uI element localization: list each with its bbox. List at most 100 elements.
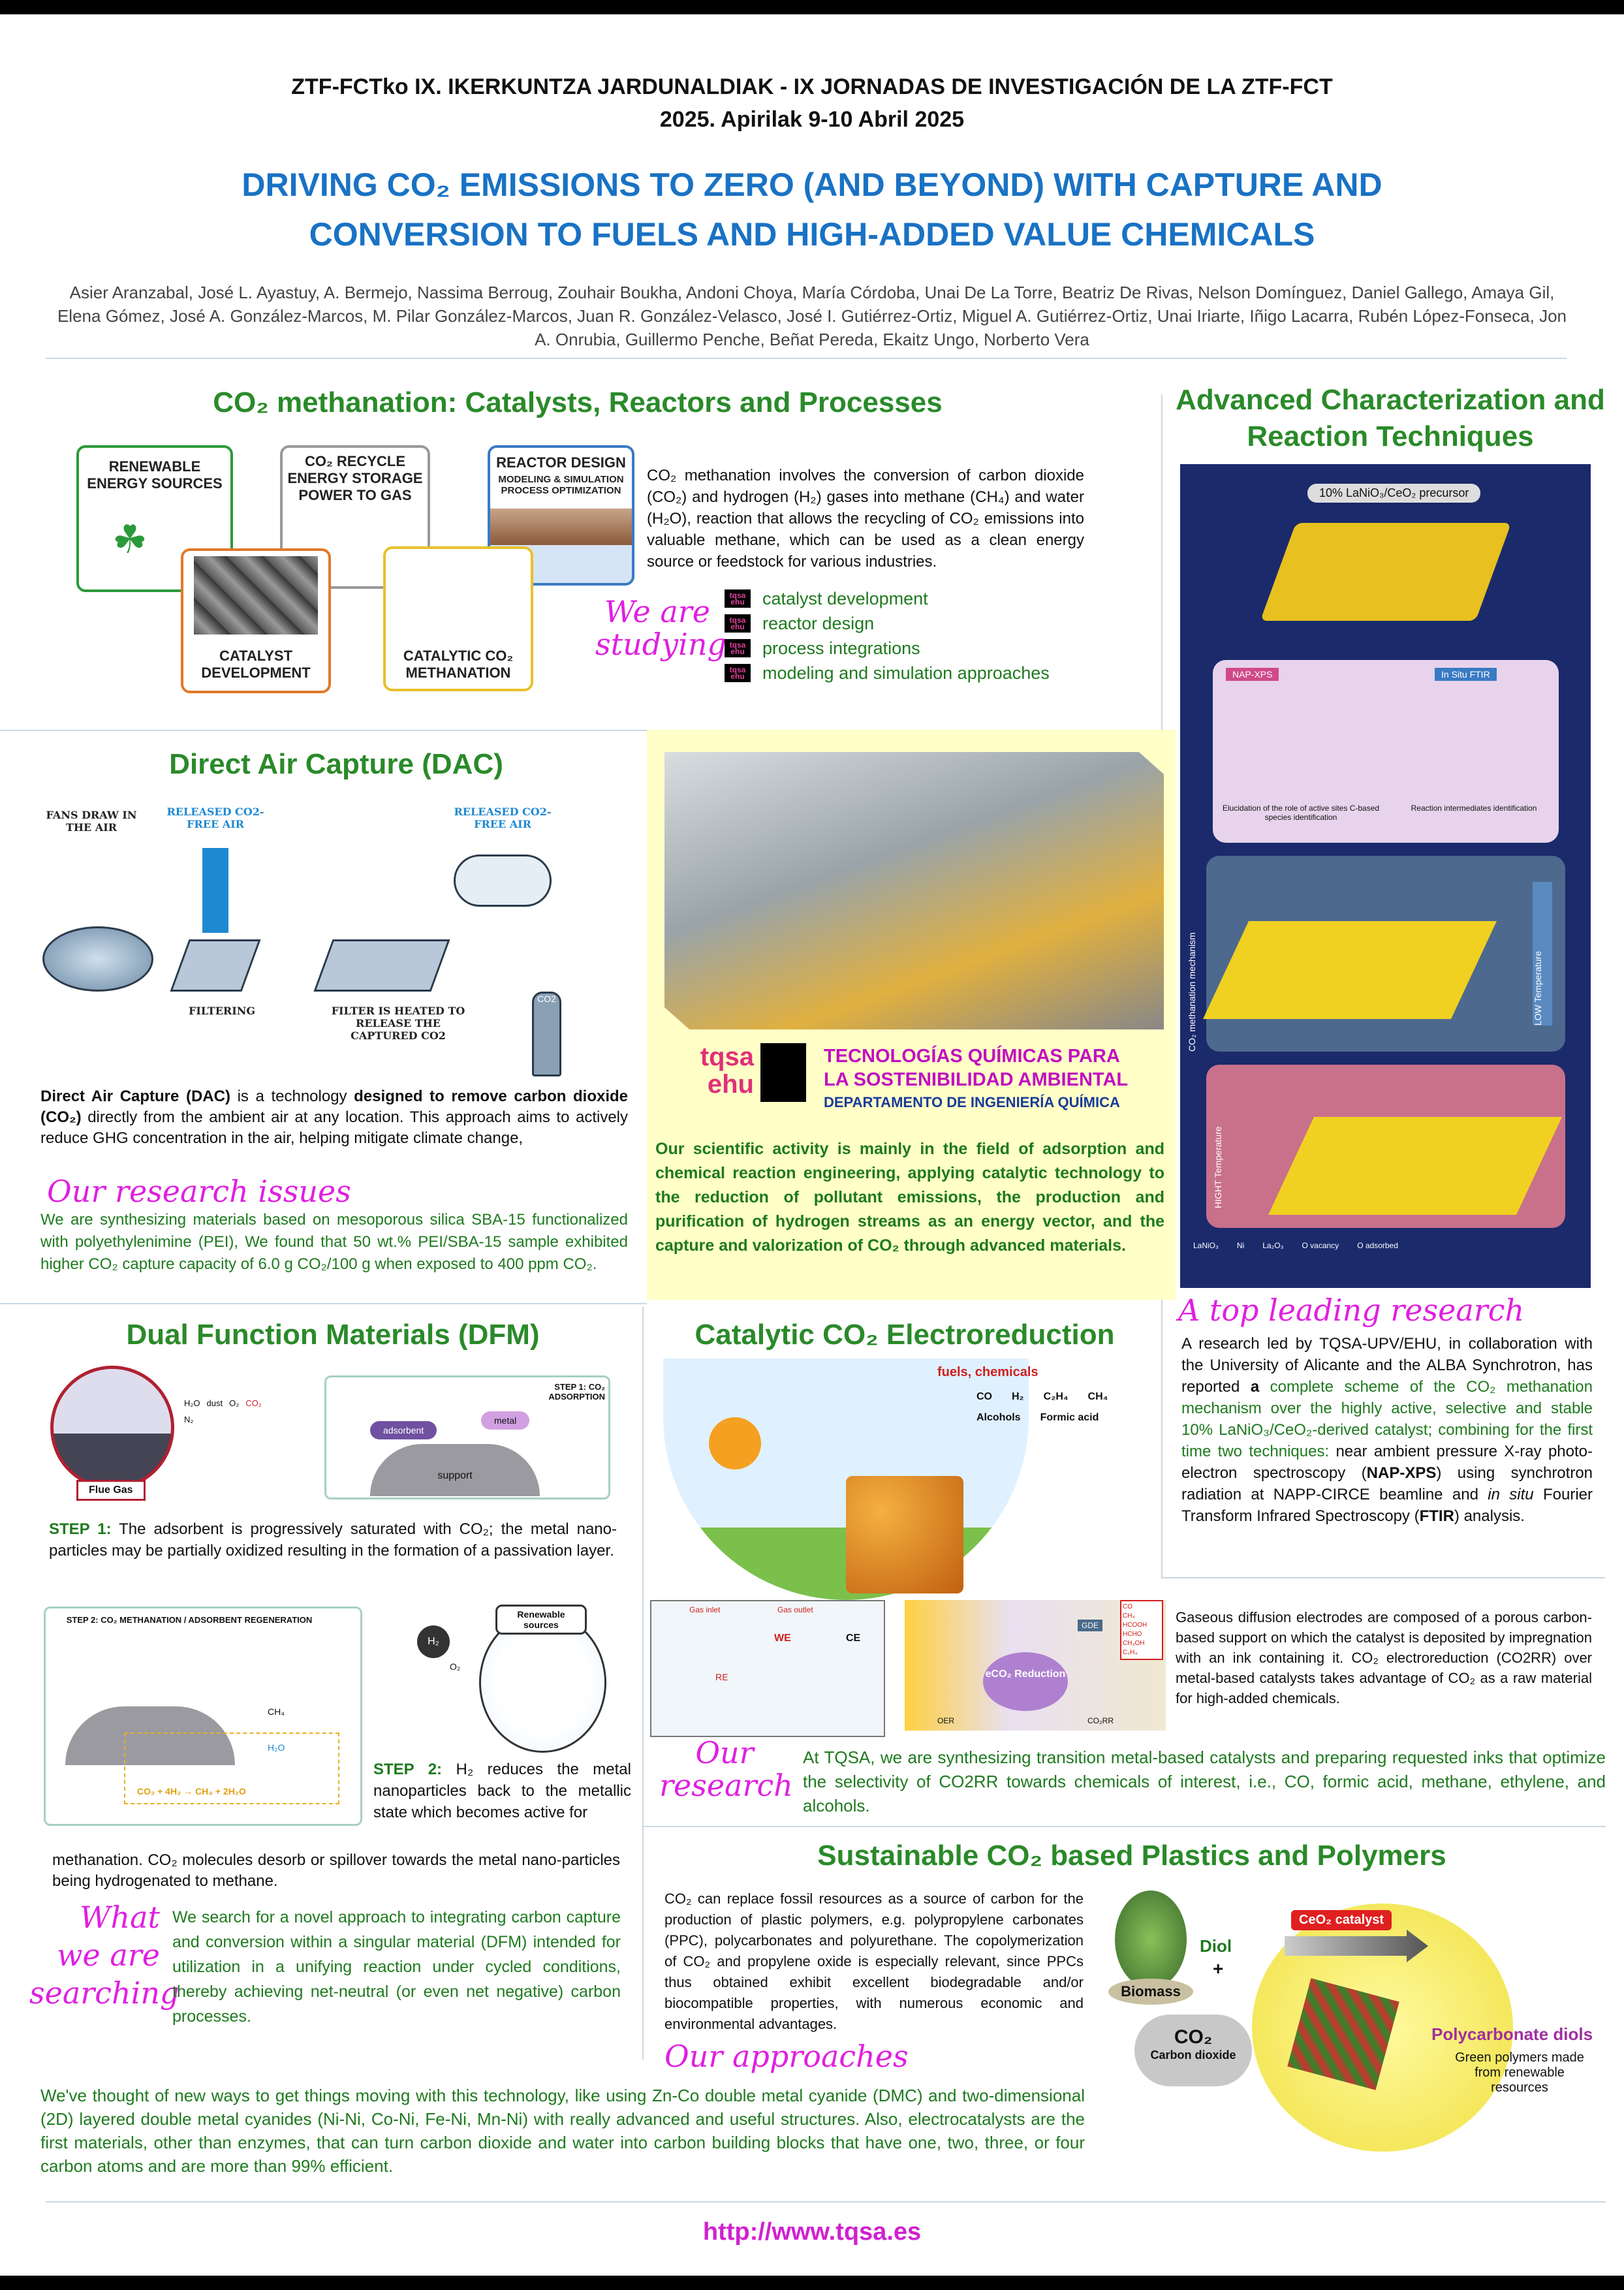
catalytic-label: CATALYTIC CO₂ METHANATION (403, 648, 514, 681)
tqsa-logo: tqsa ehu (700, 1043, 754, 1099)
top-leading-script: A top leading research (1178, 1293, 1525, 1328)
conference-date: 2025. Apirilak 9-10 Abril 2025 (659, 107, 965, 132)
reactor-label: REACTOR DESIGN (496, 454, 626, 471)
step1-text: STEP 1: The adsorbent is progressively s… (49, 1520, 617, 1560)
electro-research-text: At TQSA, we are synthesizing transition … (803, 1748, 1606, 1815)
catalyst-label: CeO₂ catalyst (1291, 1910, 1392, 1930)
caption-2: Reaction intermediates identification (1411, 804, 1537, 813)
leaf-icon: ☘ (112, 518, 148, 561)
authors: Asier Aranzabal, José L. Ayastuy, A. Ber… (57, 283, 1567, 349)
fans-label: FANS DRAW IN THE AIR (46, 809, 137, 834)
advanced-title: Advanced Characterization and Reaction T… (1176, 384, 1605, 452)
approaches-text: We've thought of new ways to get things … (40, 2086, 1085, 2176)
mechanism-label: CO₂ methanation mechanism (1187, 932, 1197, 1052)
caption-1: Elucidation of the role of active sites … (1222, 804, 1380, 822)
ftir-label: In Situ FTIR (1435, 668, 1497, 681)
recycle-label: CO₂ RECYCLE ENERGY STORAGE POWER TO GAS (287, 453, 423, 503)
group-photo (664, 752, 1164, 1029)
napxps-label: NAP-XPS (1226, 668, 1279, 681)
dac-figure: FANS DRAW IN THE AIR RELEASED CO2-FREE A… (29, 796, 635, 1081)
step2-text: STEP 2: H₂ reduces the metal nanoparticl… (373, 1761, 631, 1821)
ce-label: CE (846, 1633, 861, 1644)
reactor-sublabel: MODELING & SIMULATION PROCESS OPTIMIZATI… (498, 474, 624, 496)
research-issues-script: Our research issues (47, 1174, 351, 1209)
electro-title: Catalytic CO₂ Electroreduction (695, 1319, 1115, 1351)
methanation-title: CO₂ methanation: Catalysts, Reactors and… (213, 386, 943, 418)
step2-text-cont: methanation. CO₂ molecules desorb or spi… (52, 1851, 620, 1890)
electro-text: Gaseous diffusion electrodes are compose… (1176, 1609, 1592, 1706)
conference-name: ZTF-FCTko IX. IKERKUNTZA JARDUNALDIAK - … (291, 74, 1333, 99)
heated-label: FILTER IS HEATED TO RELEASE THE CAPTURED… (331, 1005, 465, 1042)
o2-label: O₂ (450, 1661, 461, 1672)
tqsa-logo-mark-icon (760, 1043, 806, 1102)
poster-title-line1: DRIVING CO₂ EMISSIONS TO ZERO (AND BEYON… (242, 166, 1382, 203)
website-link[interactable]: http://www.tqsa.es (702, 2218, 922, 2246)
dfm-search-text: We search for a novel approach to integr… (172, 1908, 621, 2026)
released-label-1: RELEASED CO2-FREE AIR (166, 806, 264, 830)
plastics-title: Sustainable CO₂ based Plastics and Polym… (817, 1840, 1446, 1872)
tqsa-logo-icon: tqsa ehu (725, 589, 751, 608)
adsorbent-label: adsorbent (370, 1421, 437, 1439)
top-bar (0, 0, 1624, 14)
precursor-label: 10% LaNiO₃/CeO₂ precursor (1307, 484, 1481, 503)
support-label: support (370, 1444, 540, 1496)
dac-title: Direct Air Capture (DAC) (169, 748, 503, 780)
catalyst-label: CATALYST DEVELOPMENT (201, 648, 311, 681)
low-temp-label: LOW Temperature (1533, 882, 1552, 1026)
renewable-label: RENEWABLE ENERGY SOURCES (87, 458, 223, 492)
gas-outlet-label: Gas outlet (777, 1605, 813, 1614)
h2o-label: H₂O (268, 1742, 285, 1753)
advanced-text: A research led by TQSA-UPV/EHU, in colla… (1181, 1335, 1593, 1525)
plus-sign: + (1213, 1958, 1224, 1979)
co2rr-label: CO₂RR (1087, 1716, 1114, 1725)
step2-figure-label: STEP 2: CO₂ METHANATION / ADSORBENT REGE… (66, 1615, 313, 1625)
our-research-script: Our research (659, 1735, 793, 1803)
tqsa-logo-icon: tqsa ehu (725, 614, 751, 633)
filtering-label: FILTERING (189, 1005, 255, 1017)
bottom-bar (0, 2276, 1624, 2290)
green-polymers-label: Green polymers made from renewable resou… (1455, 2050, 1584, 2095)
gas-inlet-label: Gas inlet (689, 1605, 721, 1614)
we-label: WE (774, 1633, 791, 1644)
mechanism-figure: 10% LaNiO₃/CeO₂ precursor NAP-XPS In Sit… (1180, 464, 1591, 1288)
dac-text: Direct Air Capture (DAC) is a technology… (40, 1088, 629, 1147)
what-we-are-searching-script: What we are searching (29, 1900, 180, 2011)
methanation-text: CO₂ methanation involves the conversion … (647, 467, 1084, 571)
we-are-studying-script: We are studying (595, 594, 726, 662)
re-label: RE (715, 1672, 728, 1682)
dac-research-text: We are synthesizing materials based on m… (40, 1211, 628, 1273)
group-text: Our scientific activity is mainly in the… (655, 1140, 1164, 1255)
high-temp-label: HIGHT Temperature (1213, 1126, 1223, 1208)
product-label: Polycarbonate diols (1431, 2024, 1593, 2044)
dfm-step2-figure: STEP 2: CO₂ METHANATION / ADSORBENT REGE… (44, 1607, 362, 1826)
h2-label: H₂ (417, 1625, 450, 1658)
flue-gas-label: Flue Gas (76, 1480, 146, 1501)
step1-figure-label: STEP 1: CO₂ ADSORPTION (548, 1382, 605, 1402)
plastics-text: CO₂ can replace fossil resources as a so… (664, 1890, 1084, 2032)
methanation-figure: RENEWABLE ENERGY SOURCES ☘ CO₂ RECYCLE E… (73, 445, 636, 695)
gde-label: GDE (1078, 1620, 1103, 1631)
tqsa-logo-icon: tqsa ehu (725, 664, 751, 682)
released-label-2: RELEASED CO2-FREE AIR (454, 806, 552, 830)
renewable-figure: H₂ O₂ Renewable sources (365, 1599, 610, 1756)
ch4-label: CH₄ (268, 1706, 285, 1717)
fuels-label: fuels, chemicals (937, 1365, 1038, 1379)
tqsa-logo-icon: tqsa ehu (725, 639, 751, 657)
renewable-sources-label: Renewable sources (495, 1605, 587, 1635)
divider (46, 358, 1567, 359)
poster-title-line2: CONVERSION TO FUELS AND HIGH-ADDED VALUE… (309, 216, 1315, 253)
metal-label: metal (481, 1411, 530, 1430)
eco2-reduction-label: eCO₂ Reduction (983, 1652, 1068, 1711)
